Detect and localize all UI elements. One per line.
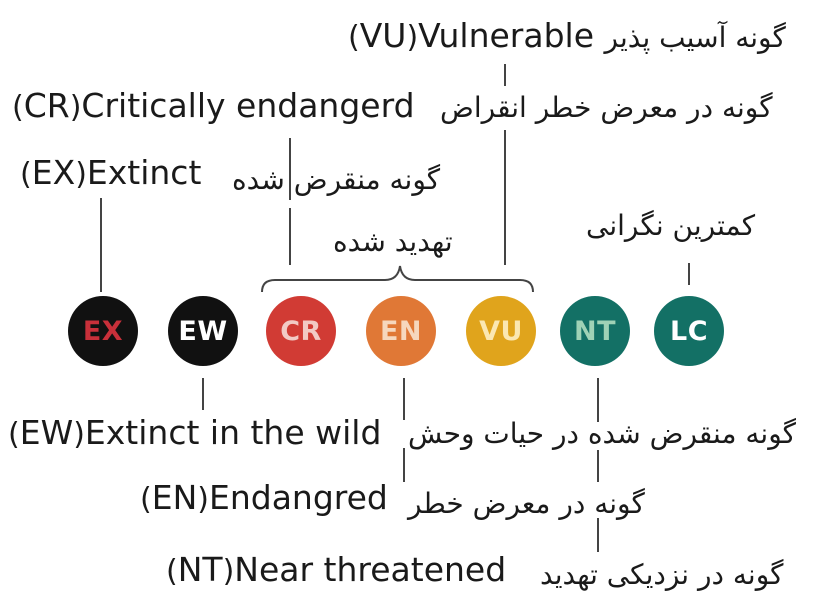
nt-persian-label: گونه در نزدیکی تهدید <box>540 558 784 591</box>
vu-label: (VU)Vulnerable گونه آسیب پذیر <box>348 16 786 55</box>
cr-persian-label: گونه در معرض خطر انقراض <box>440 91 773 124</box>
badge-lc: LC <box>654 296 724 366</box>
cr-label: (CR)Critically endangerd <box>12 86 415 125</box>
badge-ex: EX <box>68 296 138 366</box>
lc-persian-label: کمترین نگرانی <box>586 209 756 242</box>
threatened-bracket-label: تهدید شده <box>333 225 453 258</box>
ex-persian-label: گونه منقرض شده <box>232 163 441 196</box>
threatened-bracket <box>261 265 534 293</box>
nt-label: (NT)Near threatened <box>166 550 507 589</box>
ew-persian-label: گونه منقرض شده در حیات وحش <box>408 417 797 450</box>
badge-cr: CR <box>266 296 336 366</box>
badge-en: EN <box>366 296 436 366</box>
badge-nt: NT <box>560 296 630 366</box>
badge-vu: VU <box>466 296 536 366</box>
badge-ew: EW <box>168 296 238 366</box>
ex-label: (EX)Extinct <box>20 153 202 192</box>
en-persian-label: گونه در معرض خطر <box>408 487 645 520</box>
en-label: (EN)Endangred <box>140 478 388 517</box>
ew-label: (EW)Extinct in the wild <box>8 413 382 452</box>
